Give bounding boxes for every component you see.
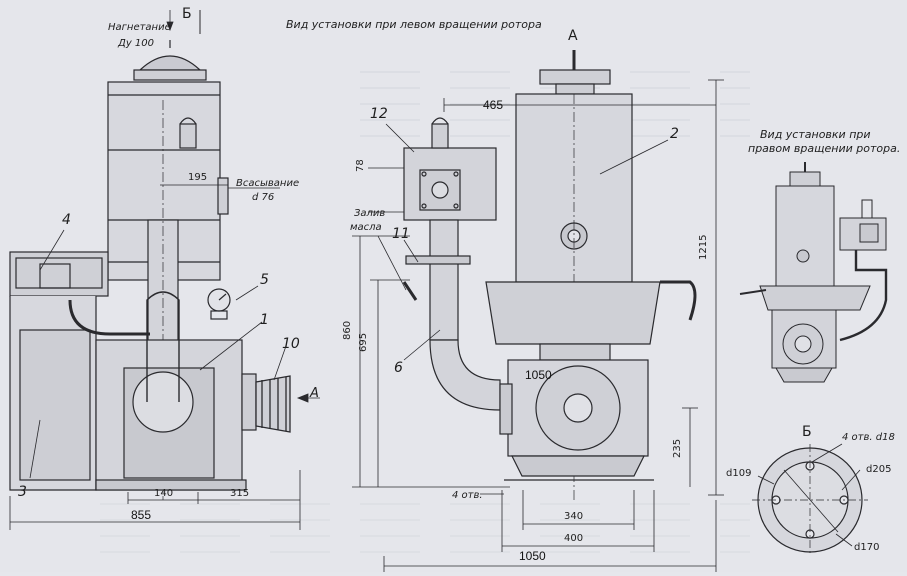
dim-315: 315 [230,488,250,499]
discharge-label: Нагнетание [108,22,171,33]
left-view-heading: Вид установки при левом вращении ротора [286,18,542,31]
dim-235: 235 [672,438,683,458]
callout-6: 6 [394,360,403,376]
dim-340: 340 [564,511,584,522]
left-view [9,10,320,530]
dim-d205: d205 [866,464,892,475]
view-marker-b-flange: Б [802,424,812,440]
right-view-heading-line1: Вид установки при [760,128,871,141]
bottom-holes-label: 4 отв. [452,490,483,501]
dim-195: 195 [188,172,208,183]
dim-400: 400 [564,533,584,544]
view-marker-b-top: Б [182,6,192,22]
view-marker-a-left: А [310,386,319,401]
dim-d170: d170 [854,542,880,553]
dim-695: 695 [358,332,369,352]
callout-10: 10 [282,336,300,352]
dim-1050-mid: 1050 [525,368,552,382]
dim-465: 465 [483,98,504,112]
oil-fill-label-line2: масла [350,222,382,233]
middle-view [352,50,724,572]
dim-d109: d109 [726,468,752,479]
flange-holes-label: 4 отв. d18 [842,432,895,443]
callout-5: 5 [260,272,269,288]
callout-1: 1 [260,312,269,328]
dim-78: 78 [355,159,366,172]
callout-11: 11 [392,226,410,242]
dim-140: 140 [154,488,174,499]
callout-2: 2 [670,126,679,142]
dim-855: 855 [131,508,152,522]
right-view-heading-line2: правом вращении ротора. [748,142,901,155]
oil-fill-label-line1: Залив [354,208,386,219]
callout-4: 4 [62,212,71,228]
flange-view [752,443,868,556]
callout-3: 3 [18,484,27,500]
discharge-size-label: Ду 100 [118,38,154,49]
dim-1050-bottom: 1050 [519,549,546,563]
suction-size-label: d 76 [252,192,275,203]
dim-860: 860 [342,320,353,340]
view-marker-a-top: А [568,28,578,44]
right-view [739,162,888,383]
callout-12: 12 [370,106,388,122]
suction-label: Всасывание [236,178,300,189]
dim-1215: 1215 [698,234,709,260]
